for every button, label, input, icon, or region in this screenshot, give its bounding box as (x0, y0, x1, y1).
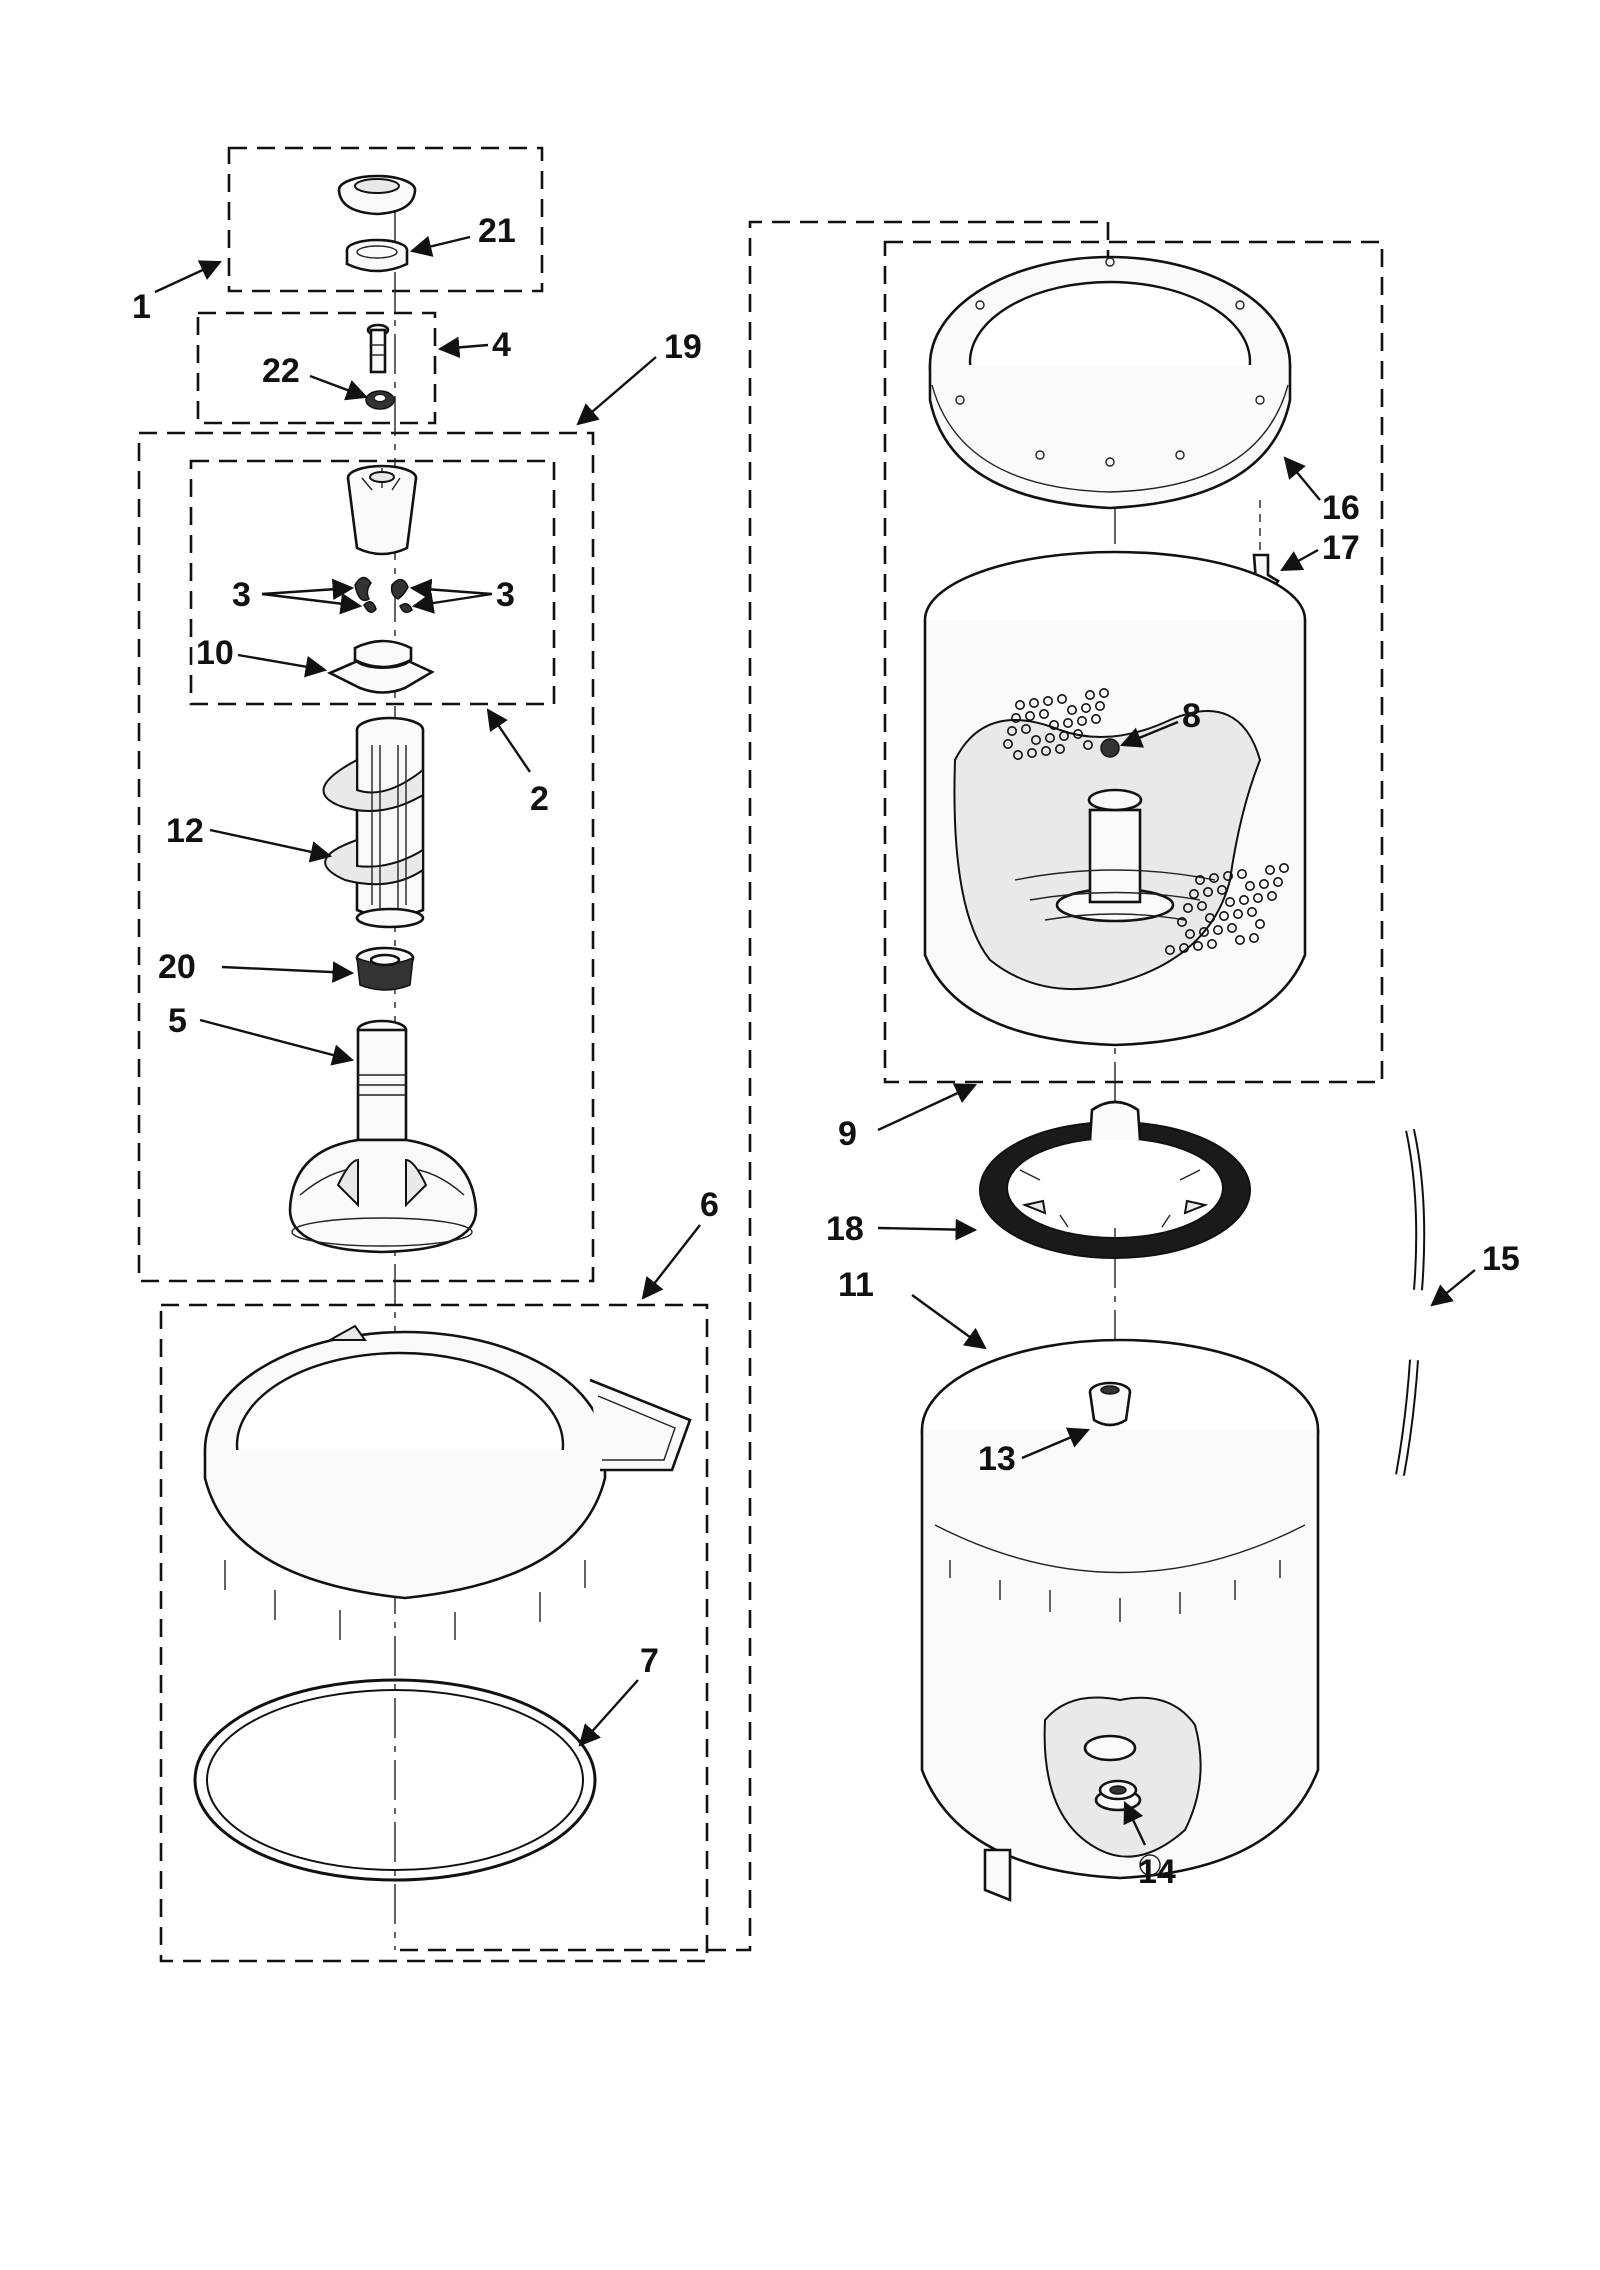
callout-20: 20 (158, 948, 196, 986)
leader-4 (437, 336, 489, 359)
callout-16: 16 (1322, 489, 1360, 527)
leader-15 (1430, 1269, 1476, 1307)
balance-ring-part (928, 255, 1292, 510)
leader-7 (578, 1679, 639, 1747)
callout-10: 10 (196, 634, 234, 672)
leader-17 (1280, 548, 1319, 572)
leader-5 (199, 1018, 355, 1066)
connector-line (400, 220, 1110, 1952)
dog-cam-part (346, 464, 418, 556)
leader-12 (209, 828, 333, 863)
leader-2 (486, 708, 531, 773)
callout-3b: 3 (496, 576, 515, 614)
callout-15: 15 (1482, 1240, 1520, 1278)
callout-2: 2 (530, 780, 549, 818)
cam-ring-part (326, 639, 435, 694)
leader-20 (221, 961, 355, 983)
callout-21: 21 (478, 212, 516, 250)
callout-4: 4 (492, 326, 511, 364)
agitator-dogs-part (354, 576, 413, 613)
drive-gear-part (979, 1100, 1251, 1259)
outer-tub-part (920, 1338, 1320, 1902)
tub-seal-center-part (1098, 1779, 1138, 1801)
callout-13: 13 (978, 1440, 1016, 1478)
leader-lines (154, 235, 1476, 1846)
group-box-19 (137, 431, 595, 1283)
leader-9 (877, 1083, 977, 1132)
leader-6 (641, 1224, 701, 1300)
callout-8: 8 (1182, 697, 1201, 735)
hose-part (1395, 1128, 1426, 1476)
callout-labels: 1 2 3 3 4 5 6 7 8 9 10 11 12 13 14 15 16… (132, 212, 1520, 1891)
basket-holes (1002, 687, 1290, 955)
group-box-1 (227, 146, 544, 293)
washer-part (365, 390, 395, 410)
tub-bearing-part (1088, 1381, 1132, 1427)
callout-7: 7 (640, 1642, 659, 1680)
agitator-cap-part (337, 174, 417, 216)
callout-5: 5 (168, 1002, 187, 1040)
group-box-4 (196, 311, 437, 425)
group-box-9 (883, 240, 1384, 1084)
basket-part (923, 550, 1307, 1047)
leader-11 (911, 1294, 987, 1350)
callout-18: 18 (826, 1210, 864, 1248)
drive-bell-part (355, 946, 415, 991)
leader-21 (409, 235, 471, 257)
callout-6: 6 (700, 1186, 719, 1224)
tub-seal-part (193, 1678, 597, 1882)
callout-3a: 3 (232, 576, 251, 614)
auger-part (322, 716, 425, 929)
leader-3a-1 (261, 578, 355, 601)
callout-22: 22 (262, 352, 300, 390)
callout-11: 11 (838, 1266, 874, 1304)
leader-18 (877, 1218, 978, 1241)
leader-13 (1021, 1427, 1090, 1460)
agitator-bolt-part (366, 323, 390, 374)
group-box-2 (189, 459, 556, 706)
leader-3b-2 (411, 592, 493, 614)
tub-ring-part (203, 1324, 692, 1640)
callout-14: 14 (1138, 1853, 1176, 1891)
callout-17: 17 (1322, 529, 1360, 567)
leader-1 (154, 260, 222, 294)
leader-10 (237, 653, 328, 678)
leader-3b-1 (409, 578, 493, 601)
cap-seal-ring-part (345, 238, 409, 273)
leader-8 (1120, 720, 1179, 748)
agitator-base-part (288, 1019, 478, 1254)
callout-1: 1 (132, 288, 151, 326)
leader-19 (576, 356, 657, 426)
leader-3a-2 (261, 592, 363, 615)
callout-19: 19 (664, 328, 702, 366)
leader-22 (309, 374, 369, 401)
group-box-6 (159, 1303, 709, 1963)
callout-9: 9 (838, 1115, 857, 1153)
leader-14 (1123, 1801, 1147, 1846)
group-boxes (137, 146, 1384, 1963)
callout-12: 12 (166, 812, 204, 850)
leader-16 (1283, 456, 1321, 501)
